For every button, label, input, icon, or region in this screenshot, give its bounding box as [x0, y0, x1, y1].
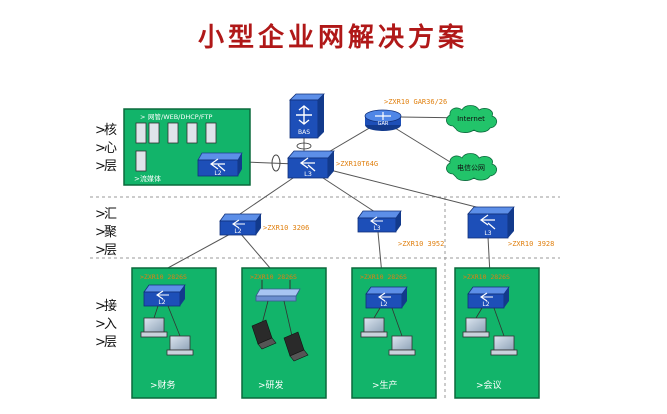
svg-text:电信公网: 电信公网 — [457, 163, 485, 172]
svg-text:>: > — [95, 225, 106, 240]
layer-separators — [90, 196, 560, 398]
aggregation-switch-1-model: >ZXR10 3206 — [263, 224, 309, 232]
svg-text:>ZXR10 2826S: >ZXR10 2826S — [140, 273, 187, 281]
access-zone-finance-name: >财务 — [150, 379, 176, 391]
core-switch-label: L3 — [304, 170, 312, 178]
svg-text:L2: L2 — [380, 301, 387, 308]
link-aggregation-ring — [271, 154, 281, 172]
wireless-access-point-icon — [255, 280, 301, 302]
svg-text:层: 层 — [104, 159, 117, 174]
layer-label-aggregation: >汇 >聚 >层 — [95, 207, 117, 258]
access-switch-icon: L2 — [365, 286, 408, 309]
core-switch-model: >ZXR10T64G — [336, 160, 378, 168]
svg-text:L2: L2 — [214, 170, 221, 177]
access-switch-icon: L2 — [143, 284, 186, 307]
computer-icon — [462, 307, 518, 356]
svg-text:>: > — [95, 335, 106, 350]
svg-text:Internet: Internet — [457, 115, 485, 123]
access-switch-icon: L2 — [467, 286, 510, 309]
aggregation-switch-3-model: >ZXR10 3928 — [508, 240, 554, 248]
aggregation-switch-1-icon: L2 — [219, 213, 262, 236]
svg-text:>ZXR10 2826S: >ZXR10 2826S — [360, 273, 407, 281]
computer-icon — [140, 305, 194, 356]
svg-text:心: 心 — [104, 141, 117, 156]
svg-text:接: 接 — [104, 298, 117, 314]
svg-text:>: > — [95, 243, 106, 258]
aggregation-switch-3-icon: L3 — [467, 206, 515, 239]
layer-label-access: >接 >入 >层 — [95, 298, 117, 350]
bas-label: BAS — [298, 129, 310, 136]
svg-text:层: 层 — [104, 335, 117, 350]
access-zone-meeting-name: >会议 — [476, 379, 502, 391]
internet-cloud-icon: Internet — [446, 105, 498, 133]
svg-text:>: > — [95, 123, 106, 138]
router-label: GAR — [378, 121, 389, 127]
svg-text:>: > — [95, 141, 106, 156]
svg-text:L3: L3 — [484, 230, 491, 237]
core-l3-switch-icon: L3 — [287, 150, 335, 179]
svg-text:>: > — [95, 299, 106, 314]
svg-text:>: > — [95, 317, 106, 332]
diagram-title: 小型企业网解决方案 — [198, 22, 468, 53]
svg-text:>ZXR10 2826S: >ZXR10 2826S — [250, 273, 297, 281]
svg-text:层: 层 — [104, 243, 117, 258]
server-icon — [135, 122, 217, 172]
access-zone-finance: >ZXR10 2826S L2 >财务 — [131, 267, 217, 399]
layer-label-core: >核 >心 >层 — [95, 123, 117, 174]
bas-device-icon: BAS — [289, 93, 325, 154]
svg-text:L2: L2 — [234, 228, 241, 235]
laptop-icon — [251, 300, 309, 362]
core-server-zone: 网管/WEB/DHCP/FTP > > 流媒体 L2 — [123, 108, 251, 186]
telecom-cloud-icon: 电信公网 — [446, 153, 498, 181]
access-zone-rnd-name: >研发 — [258, 379, 284, 391]
svg-text:>: > — [95, 159, 106, 174]
access-zone-meeting: >ZXR10 2826S L2 >会议 — [454, 267, 540, 399]
core-l2-switch-icon: L2 — [197, 152, 243, 177]
aggregation-switch-2-icon: L3 — [357, 210, 402, 233]
computer-icon — [360, 307, 416, 356]
svg-text:入: 入 — [104, 317, 117, 332]
svg-text:>ZXR10 2826S: >ZXR10 2826S — [463, 273, 510, 281]
access-zone-production-name: >生产 — [372, 379, 398, 391]
access-zone-production: >ZXR10 2826S L2 >生产 — [351, 267, 437, 399]
svg-text:L2: L2 — [158, 299, 165, 306]
router-model: >ZXR10 GAR36/26 — [384, 98, 447, 106]
access-zone-rnd: >ZXR10 2826S >研发 — [241, 267, 327, 399]
router-icon: GAR — [364, 109, 402, 131]
svg-text:>: > — [95, 207, 106, 222]
svg-text:>: > — [140, 113, 145, 121]
svg-text:L3: L3 — [373, 225, 380, 232]
stream-server-label: 流媒体 — [140, 174, 161, 183]
server-group-label: 网管/WEB/DHCP/FTP — [148, 112, 213, 121]
svg-text:>: > — [134, 175, 140, 183]
svg-text:聚: 聚 — [104, 225, 117, 240]
svg-text:汇: 汇 — [104, 207, 117, 222]
svg-text:核: 核 — [104, 123, 117, 138]
svg-text:L2: L2 — [482, 301, 489, 308]
aggregation-switch-2-model: >ZXR10 3952 — [398, 240, 444, 248]
